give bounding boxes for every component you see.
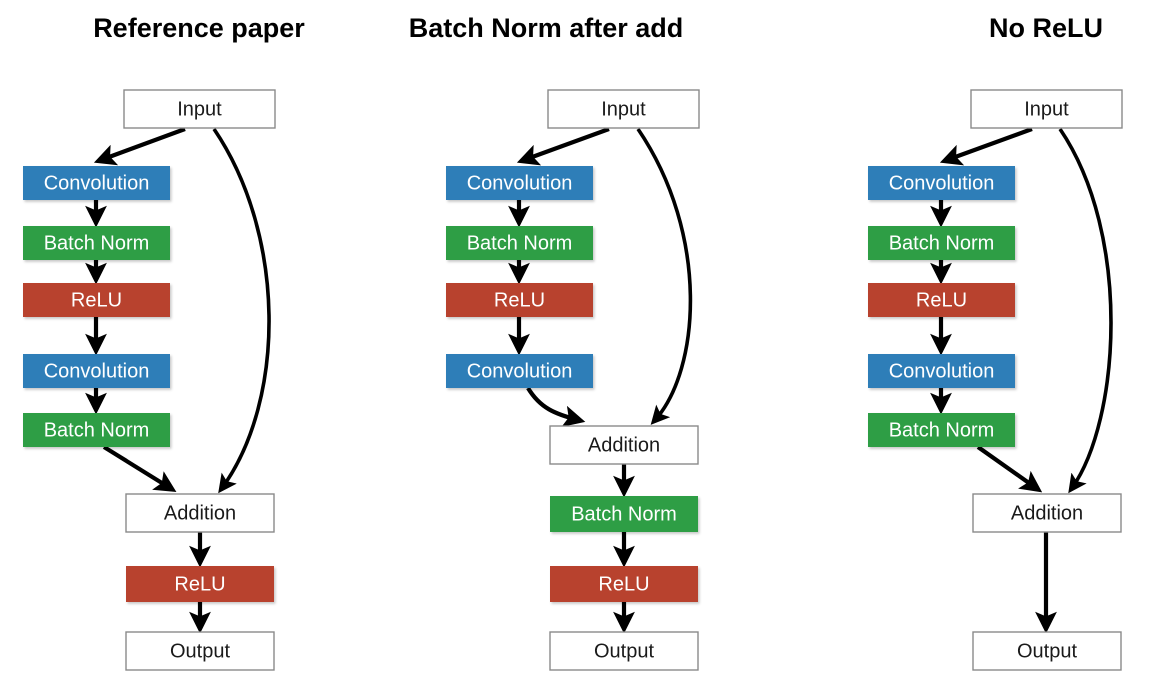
node-label: Batch Norm (44, 232, 150, 254)
column-title: Reference paper (93, 13, 305, 43)
edges (85, 127, 271, 634)
node-c2-conv2[interactable]: Convolution (446, 354, 593, 388)
node-box[interactable] (972, 631, 1122, 671)
node-box[interactable] (972, 493, 1122, 533)
column-batch-norm-after-add: Batch Norm after addInputConvolutionBatc… (409, 13, 700, 671)
node-label: Convolution (467, 360, 573, 382)
node-c1-relu1[interactable]: ReLU (23, 283, 170, 317)
column-title: Batch Norm after add (409, 13, 684, 43)
node-c3-output[interactable]: Output (972, 631, 1122, 671)
node-box[interactable] (868, 166, 1015, 200)
node-box[interactable] (446, 283, 593, 317)
node-box[interactable] (550, 496, 698, 532)
node-label: Batch Norm (44, 419, 150, 441)
node-label: Convolution (889, 360, 995, 382)
node-label: ReLU (71, 289, 122, 311)
edge-c3-bn2-to-c3-add (976, 445, 1043, 493)
node-c1-bn2[interactable]: Batch Norm (23, 413, 170, 447)
node-box[interactable] (868, 283, 1015, 317)
node-label: Addition (1011, 502, 1083, 524)
node-c2-relu1[interactable]: ReLU (446, 283, 593, 317)
node-label: Input (177, 98, 222, 120)
node-label: Convolution (889, 172, 995, 194)
node-c2-bn1[interactable]: Batch Norm (446, 226, 593, 260)
node-box[interactable] (23, 283, 170, 317)
node-label: Batch Norm (571, 503, 677, 525)
node-box[interactable] (446, 354, 593, 388)
node-c1-output[interactable]: Output (125, 631, 275, 671)
node-label: Input (601, 98, 646, 120)
node-c3-bn2[interactable]: Batch Norm (868, 413, 1015, 447)
node-c1-relu2[interactable]: ReLU (126, 566, 274, 602)
node-c2-bn2[interactable]: Batch Norm (550, 496, 698, 532)
node-label: Batch Norm (889, 419, 995, 441)
node-box[interactable] (126, 566, 274, 602)
node-c1-bn1[interactable]: Batch Norm (23, 226, 170, 260)
node-box[interactable] (125, 631, 275, 671)
node-box[interactable] (868, 413, 1015, 447)
node-c3-conv2[interactable]: Convolution (868, 354, 1015, 388)
node-label: Input (1024, 98, 1069, 120)
edge-c1-bn2-to-c1-add (102, 445, 177, 492)
node-label: Addition (588, 434, 660, 456)
node-label: Batch Norm (467, 232, 573, 254)
node-c2-conv1[interactable]: Convolution (446, 166, 593, 200)
node-label: Convolution (467, 172, 573, 194)
node-label: ReLU (916, 289, 967, 311)
node-c3-input[interactable]: Input (970, 89, 1123, 129)
node-box[interactable] (868, 354, 1015, 388)
node-c3-relu1[interactable]: ReLU (868, 283, 1015, 317)
edge-c3-input-to-c3-add (1058, 127, 1113, 494)
edge-c1-input-to-c1-conv1 (93, 127, 186, 166)
node-label: ReLU (174, 573, 225, 595)
node-c3-add[interactable]: Addition (972, 493, 1122, 533)
node-label: Output (1017, 640, 1077, 662)
edges (508, 127, 693, 634)
edge-c3-input-to-c3-conv1 (939, 127, 1033, 166)
node-box[interactable] (23, 354, 170, 388)
node-c3-bn1[interactable]: Batch Norm (868, 226, 1015, 260)
node-label: Output (594, 640, 654, 662)
node-c3-conv1[interactable]: Convolution (868, 166, 1015, 200)
node-c1-conv2[interactable]: Convolution (23, 354, 170, 388)
node-label: Convolution (44, 360, 150, 382)
node-label: Output (170, 640, 230, 662)
node-c1-conv1[interactable]: Convolution (23, 166, 170, 200)
node-c2-relu2[interactable]: ReLU (550, 566, 698, 602)
node-box[interactable] (970, 89, 1123, 129)
node-label: Batch Norm (889, 232, 995, 254)
node-box[interactable] (549, 425, 699, 465)
node-box[interactable] (123, 89, 276, 129)
node-c2-input[interactable]: Input (547, 89, 700, 129)
node-label: ReLU (598, 573, 649, 595)
node-label: Convolution (44, 172, 150, 194)
edge-c1-input-to-c1-add (212, 127, 271, 494)
node-box[interactable] (23, 226, 170, 260)
column-title: No ReLU (989, 13, 1103, 43)
node-box[interactable] (550, 566, 698, 602)
node-c2-output[interactable]: Output (549, 631, 699, 671)
node-box[interactable] (549, 631, 699, 671)
node-box[interactable] (547, 89, 700, 129)
node-box[interactable] (125, 493, 275, 533)
node-c1-input[interactable]: Input (123, 89, 276, 129)
edges (930, 127, 1113, 634)
node-box[interactable] (868, 226, 1015, 260)
edge-c2-conv2-to-c2-add (526, 386, 586, 427)
edge-c2-input-to-c2-add (636, 127, 693, 425)
node-box[interactable] (23, 413, 170, 447)
edge-c2-input-to-c2-conv1 (516, 127, 610, 166)
node-label: ReLU (494, 289, 545, 311)
node-label: Addition (164, 502, 236, 524)
node-box[interactable] (446, 166, 593, 200)
node-c1-add[interactable]: Addition (125, 493, 275, 533)
node-box[interactable] (446, 226, 593, 260)
node-box[interactable] (23, 166, 170, 200)
node-c2-add[interactable]: Addition (549, 425, 699, 465)
